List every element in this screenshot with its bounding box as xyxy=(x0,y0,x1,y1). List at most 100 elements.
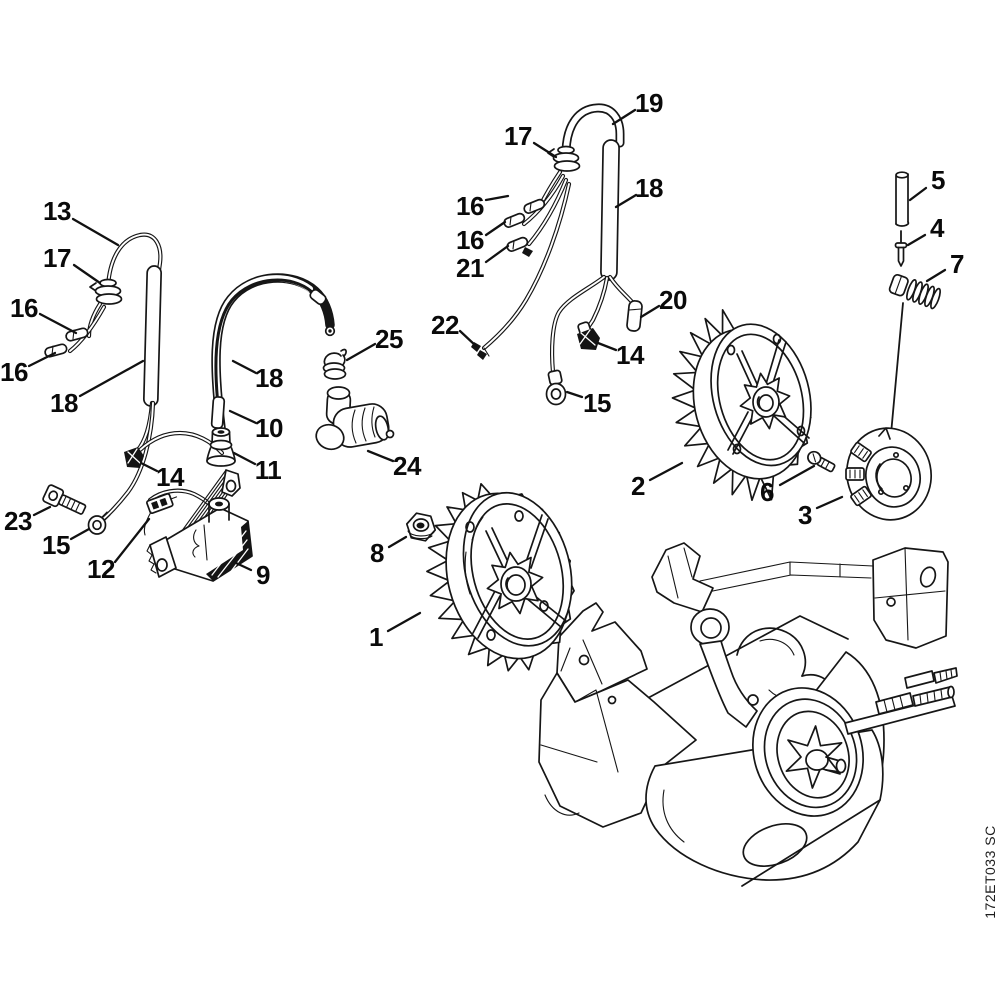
leader-line-15 xyxy=(565,390,584,399)
leader-line-5 xyxy=(908,186,928,202)
part-label-13: 13 xyxy=(43,196,71,226)
pin-4 xyxy=(894,230,908,267)
part-label-4: 4 xyxy=(930,213,944,243)
part-label-17: 17 xyxy=(504,121,532,151)
leader-line-8 xyxy=(387,535,408,549)
leader-line-10 xyxy=(228,409,258,425)
part-label-17: 17 xyxy=(43,243,71,273)
leader-line-22 xyxy=(458,329,478,348)
leader-line-16 xyxy=(484,220,507,237)
leader-line-18 xyxy=(78,359,145,398)
part-label-16: 16 xyxy=(456,191,484,221)
leader-line-20 xyxy=(639,304,661,319)
leader-line-16 xyxy=(38,312,78,335)
adjusting-needle xyxy=(889,302,904,446)
flywheel-2 xyxy=(671,309,812,502)
part-label-25: 25 xyxy=(375,324,403,354)
leader-line-11 xyxy=(232,451,257,466)
leader-line-3 xyxy=(815,495,844,510)
grommet-left xyxy=(89,278,123,305)
part-label-7: 7 xyxy=(950,249,964,279)
wire-end-16d xyxy=(503,212,526,228)
wiring-harness-assembly xyxy=(471,103,643,406)
leader-line-18 xyxy=(231,359,258,375)
ring-terminal-15-top xyxy=(545,369,567,406)
leader-line-17 xyxy=(72,263,102,285)
nut-8 xyxy=(405,512,437,542)
leader-lines xyxy=(27,108,947,633)
terminal-20 xyxy=(626,300,643,332)
grommet-top xyxy=(547,145,581,172)
part-label-14: 14 xyxy=(156,462,184,492)
wire-end-16b xyxy=(44,343,68,358)
spring-25 xyxy=(322,348,347,380)
leader-line-4 xyxy=(906,233,927,247)
ring-terminal-15-left xyxy=(87,511,111,535)
part-label-3: 3 xyxy=(798,500,812,530)
ignition-module-9 xyxy=(146,469,253,582)
wire-end-21 xyxy=(506,236,533,257)
clip-12 xyxy=(143,493,178,536)
part-label-10: 10 xyxy=(255,413,283,443)
leader-line-12 xyxy=(113,517,151,564)
part-label-11: 11 xyxy=(254,455,282,485)
leader-line-19 xyxy=(611,108,637,126)
leader-line-23 xyxy=(32,505,52,517)
part-label-20: 20 xyxy=(659,285,687,315)
part-label-2: 2 xyxy=(631,471,645,501)
leader-line-16 xyxy=(484,194,510,202)
part-label-22: 22 xyxy=(431,310,459,340)
pole-shoe-pads xyxy=(845,441,872,507)
spark-plug-wire-assembly xyxy=(206,273,336,467)
part-label-5: 5 xyxy=(931,165,945,195)
part-label-15: 15 xyxy=(42,530,70,560)
watermark-text: 172ET033 SC xyxy=(982,825,998,919)
part-label-18: 18 xyxy=(255,363,283,393)
part-label-9: 9 xyxy=(256,560,270,590)
leader-line-14 xyxy=(139,461,159,473)
leader-line-14 xyxy=(596,341,618,352)
leader-line-7 xyxy=(925,268,947,283)
sleeve-10 xyxy=(210,396,226,429)
part-label-23: 23 xyxy=(4,506,32,536)
flywheel-1 xyxy=(426,482,575,672)
boot-11 xyxy=(206,427,236,467)
part-label-19: 19 xyxy=(635,88,663,118)
leader-line-1 xyxy=(386,611,422,633)
pin-5 xyxy=(895,171,910,227)
leader-line-16 xyxy=(27,351,57,368)
leader-line-9 xyxy=(234,561,253,572)
spring-7 xyxy=(888,273,942,310)
part-label-21: 21 xyxy=(456,253,484,283)
leader-line-2 xyxy=(648,461,684,482)
part-label-18: 18 xyxy=(635,173,663,203)
part-label-1: 1 xyxy=(369,622,383,652)
part-label-6: 6 xyxy=(760,477,774,507)
leader-line-6 xyxy=(778,464,816,487)
leader-line-17 xyxy=(532,141,558,159)
part-label-16: 16 xyxy=(456,225,484,255)
leader-line-13 xyxy=(71,217,120,247)
part-label-16: 16 xyxy=(0,357,28,387)
leader-line-21 xyxy=(484,244,510,264)
wire-end-16c xyxy=(523,198,546,214)
crankcase-assembly xyxy=(538,542,958,887)
part-label-15: 15 xyxy=(583,388,611,418)
part-label-8: 8 xyxy=(370,538,384,568)
rotor-3 xyxy=(845,427,933,521)
harness-sleeve xyxy=(600,139,620,281)
part-label-14: 14 xyxy=(616,340,644,370)
elbow-boot-24 xyxy=(315,386,395,451)
screw-6 xyxy=(807,450,836,473)
part-label-16: 16 xyxy=(10,293,38,323)
leader-line-24 xyxy=(366,449,395,463)
part-label-12: 12 xyxy=(87,554,115,584)
connector-14-top xyxy=(577,321,600,350)
leader-line-25 xyxy=(345,342,377,362)
coil-wire-sleeve xyxy=(143,265,162,407)
leader-line-15 xyxy=(69,527,91,541)
leader-line-18 xyxy=(614,193,638,209)
screw-23 xyxy=(42,484,87,515)
